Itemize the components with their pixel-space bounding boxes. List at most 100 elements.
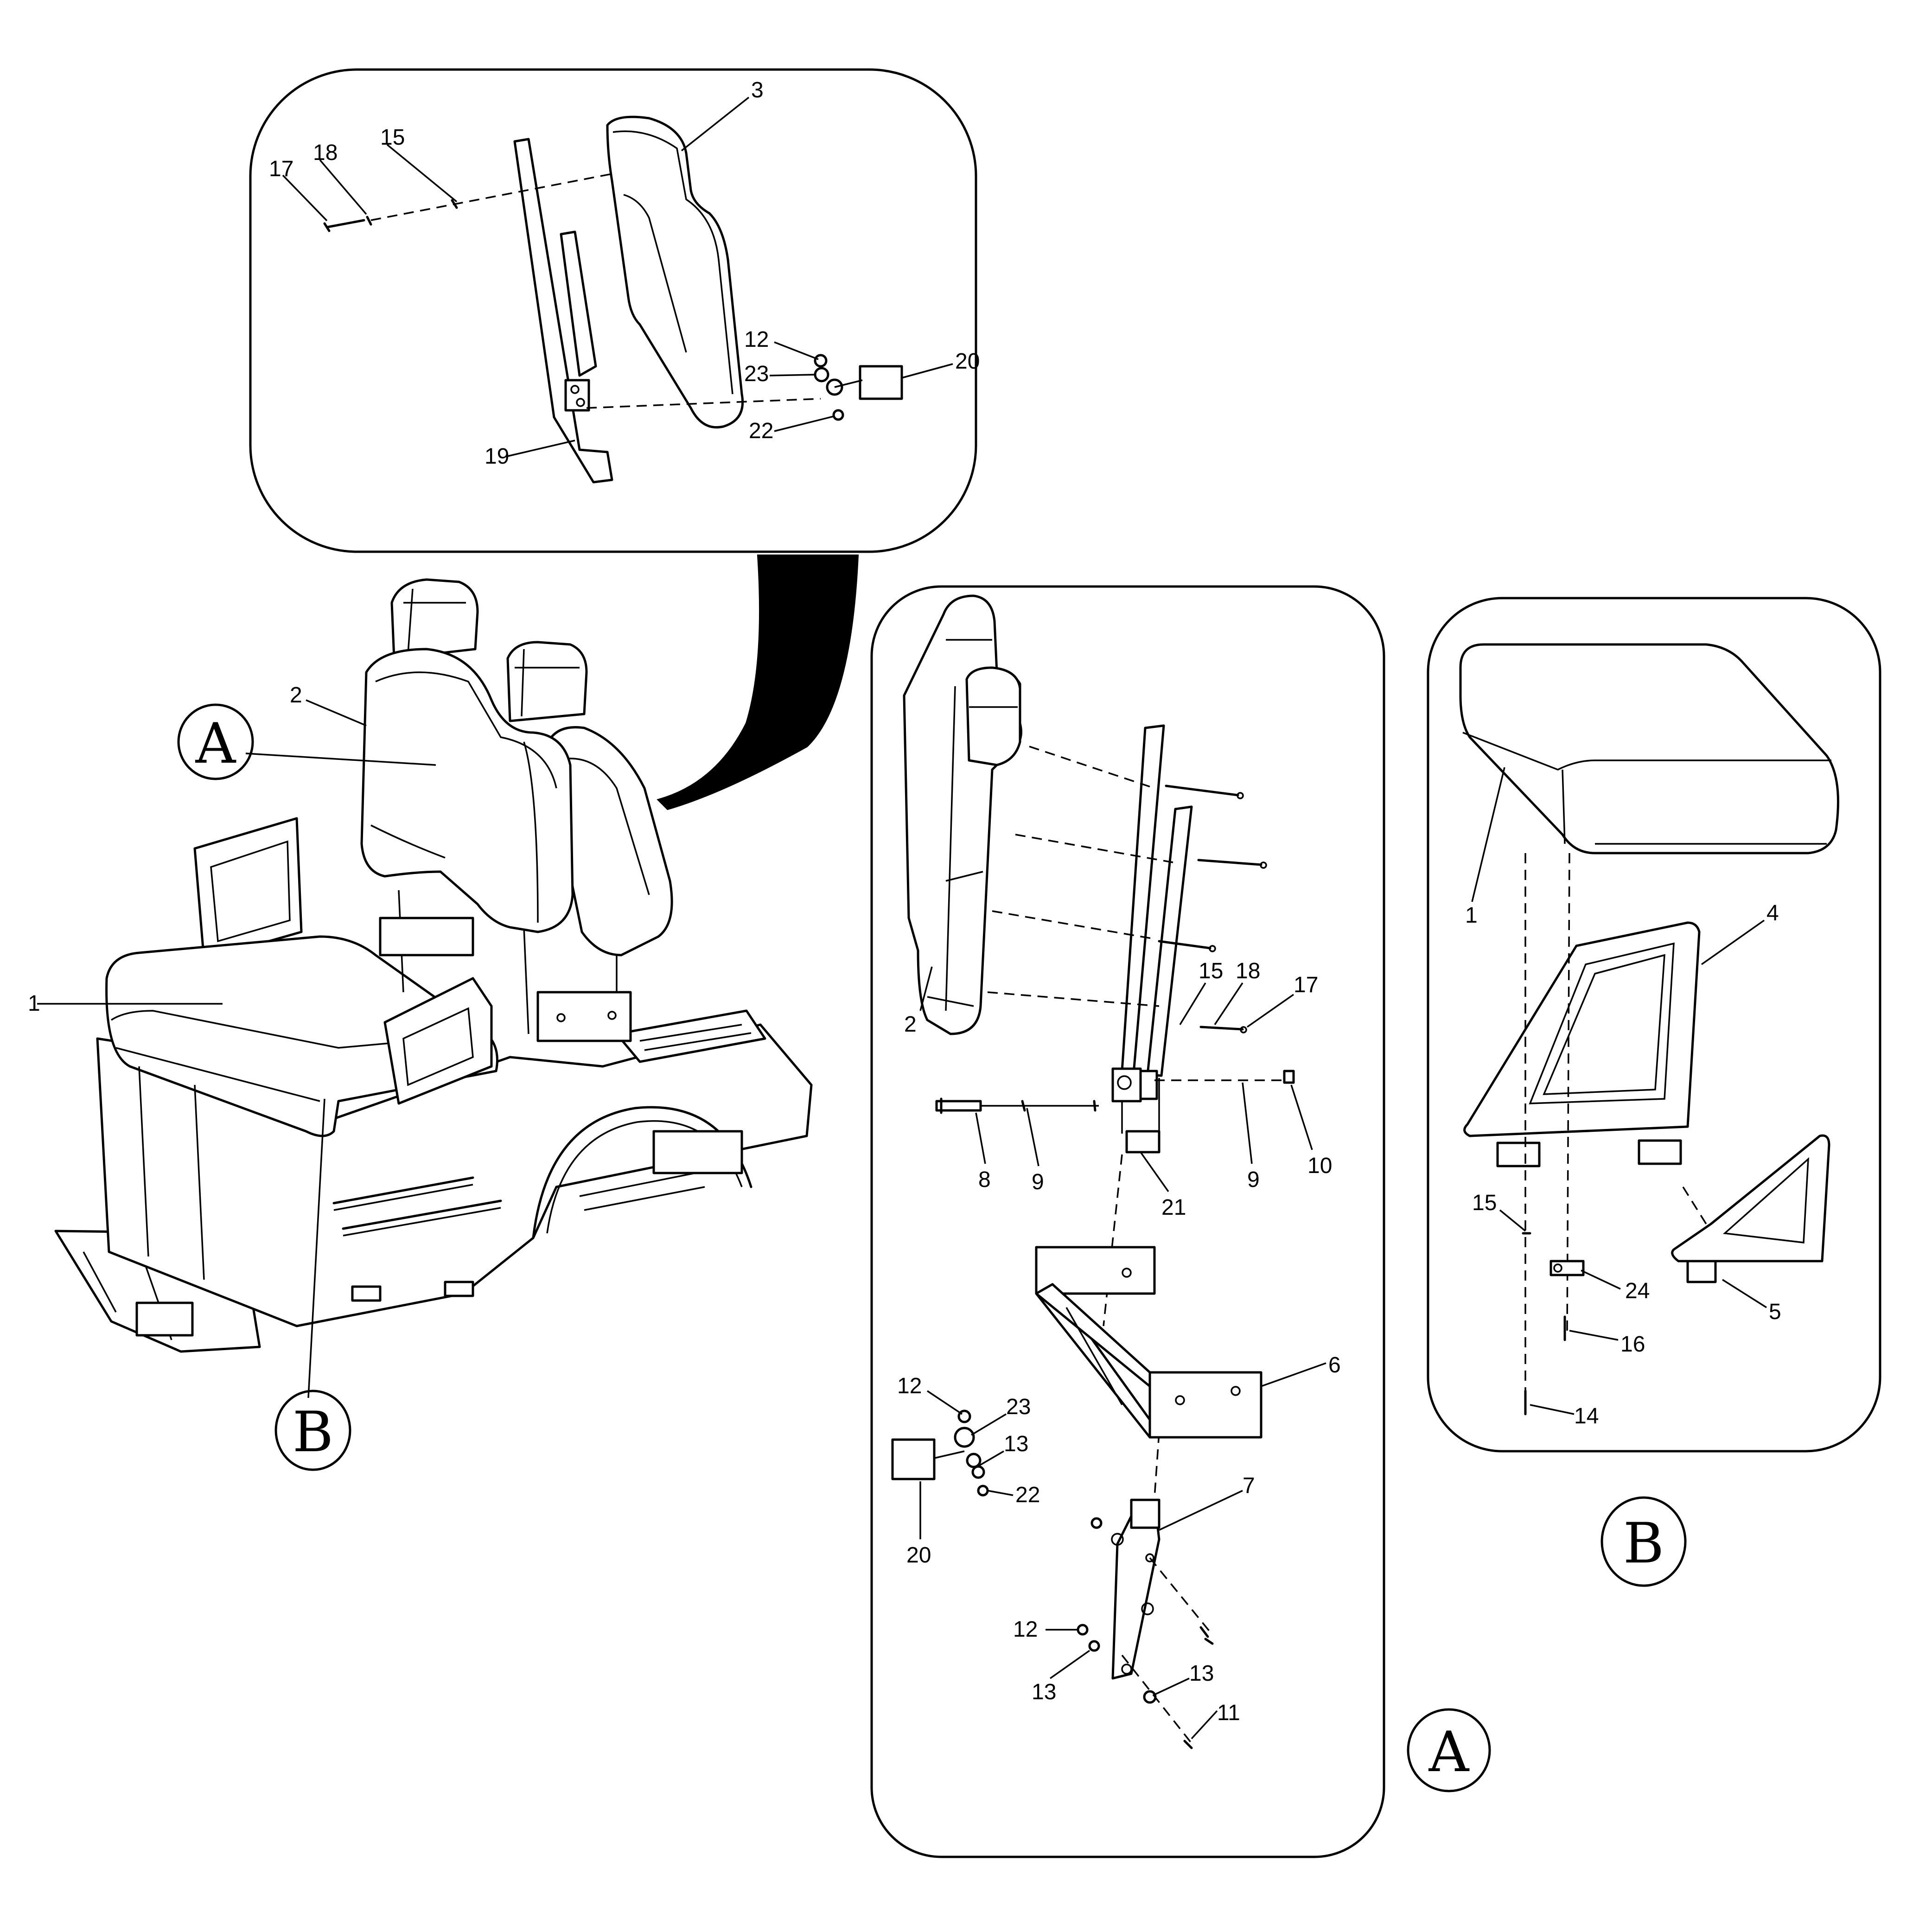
- detail-a-u-bracket: [1035, 1246, 1262, 1439]
- detail-b-label: B: [1623, 1511, 1664, 1576]
- detail-b-frame: [1427, 597, 1881, 1453]
- callout-top-3: 3: [751, 78, 764, 102]
- leader-top-15: [386, 144, 458, 203]
- headrest-left: [390, 578, 479, 660]
- base-block: [135, 1301, 194, 1337]
- leader-main-2: [306, 699, 367, 727]
- callout-a-6: 6: [1328, 1353, 1341, 1377]
- leader-top-3: [681, 96, 750, 152]
- callout-top-22: 22: [749, 419, 773, 443]
- callout-a-22: 22: [1015, 1483, 1040, 1507]
- detail-a-lower-arm: [1077, 1498, 1214, 1749]
- callout-main-2: 2: [290, 683, 302, 708]
- detail-b-panel: 1 4 15 24 16 5 14 B: [1427, 597, 1881, 1587]
- detail-connector-arrow: [657, 555, 859, 810]
- leader-b-14: [1530, 1404, 1575, 1415]
- view-a-label: A: [195, 712, 236, 776]
- leader-a-8: [975, 1112, 986, 1164]
- leader-a-6: [1261, 1362, 1326, 1387]
- leader-a-9b: [1242, 1082, 1253, 1164]
- main-backrest: [360, 648, 574, 933]
- callout-top-23: 23: [744, 362, 769, 386]
- callout-b-4: 4: [1766, 901, 1779, 925]
- leader-b-15: [1499, 1209, 1526, 1232]
- callout-a-13a: 13: [1004, 1432, 1028, 1456]
- callout-b-14: 14: [1574, 1404, 1599, 1428]
- leader-a-13a: [976, 1450, 1004, 1468]
- leader-a-11: [1191, 1710, 1218, 1740]
- callout-b-16: 16: [1620, 1332, 1645, 1357]
- callout-a-23: 23: [1006, 1395, 1031, 1419]
- leader-b-5: [1722, 1279, 1767, 1308]
- detail-b-side-frame: [1463, 921, 1701, 1167]
- leader-a-2: [919, 966, 933, 1011]
- callout-top-12: 12: [744, 327, 769, 352]
- leader-top-20: [901, 363, 953, 379]
- view-b-bubble: [274, 1390, 351, 1471]
- backrest-cushion: [606, 115, 744, 429]
- screw-hardware-17-18: [323, 173, 612, 232]
- callout-a-13c: 13: [1189, 1661, 1214, 1686]
- seat-bracket: [513, 138, 613, 484]
- detail-a-hinge-pin: [935, 1067, 1295, 1114]
- top-detail-panel: 17 18 15 3 12 23 20 22 19: [249, 68, 980, 553]
- callout-top-17: 17: [269, 157, 293, 181]
- callout-top-18: 18: [313, 140, 338, 165]
- rear-bracket: [379, 917, 474, 956]
- leader-view-a: [245, 752, 436, 766]
- leader-b-24: [1581, 1269, 1621, 1290]
- callout-b-1: 1: [1465, 903, 1478, 928]
- leader-a-21: [1140, 1151, 1169, 1192]
- detail-a-screws: [1158, 784, 1267, 1033]
- callout-b-24: 24: [1625, 1279, 1650, 1303]
- callout-top-20: 20: [955, 349, 980, 374]
- callout-top-15: 15: [380, 125, 405, 150]
- callout-a-9b: 9: [1247, 1167, 1260, 1192]
- detail-b-bubble: [1600, 1496, 1687, 1587]
- main-assembly-view: 2 1 A B: [28, 578, 813, 1471]
- leader-top-12: [774, 341, 819, 360]
- headrest-right: [506, 641, 588, 722]
- leader-a-23: [971, 1413, 1007, 1436]
- callout-b-15: 15: [1472, 1191, 1497, 1215]
- view-b-label: B: [293, 1400, 333, 1465]
- leader-b-1: [1471, 767, 1505, 902]
- callout-top-19: 19: [485, 444, 509, 469]
- callout-a-17: 17: [1294, 973, 1318, 997]
- leader-a-12a: [927, 1390, 963, 1415]
- callout-a-20: 20: [906, 1543, 931, 1568]
- callout-a-2: 2: [904, 1012, 917, 1037]
- leader-top-23: [769, 374, 816, 376]
- detail-b-seat-cushion: [1459, 643, 1839, 854]
- leader-a-15: [1179, 982, 1206, 1025]
- leader-top-22: [774, 415, 834, 432]
- leader-a-18: [1214, 982, 1243, 1025]
- detail-a-bubble: [1407, 1708, 1491, 1792]
- callout-a-21: 21: [1161, 1195, 1186, 1220]
- callout-a-18: 18: [1236, 959, 1260, 983]
- callout-a-12a: 12: [897, 1374, 922, 1398]
- callout-a-9a: 9: [1032, 1170, 1044, 1194]
- detail-a-backrest: [903, 594, 1022, 1035]
- callout-a-11: 11: [1217, 1701, 1240, 1725]
- leader-a-9a: [1026, 1108, 1039, 1167]
- hinge-hardware-right: [586, 354, 903, 421]
- rear-backrest: [543, 726, 673, 956]
- leader-top-18: [319, 159, 367, 215]
- callout-a-7: 7: [1243, 1473, 1255, 1498]
- callout-a-10: 10: [1307, 1154, 1332, 1178]
- detail-a-label: A: [1428, 1720, 1470, 1785]
- leader-a-13c: [1154, 1677, 1190, 1696]
- callout-b-5: 5: [1769, 1300, 1781, 1324]
- leader-a-10: [1290, 1084, 1313, 1150]
- leader-b-16: [1569, 1330, 1619, 1341]
- leader-a-17: [1246, 994, 1294, 1028]
- leader-a-7: [1159, 1490, 1243, 1531]
- leader-b-4: [1701, 919, 1765, 965]
- leader-view-b: [307, 1098, 325, 1398]
- callout-a-8: 8: [978, 1167, 991, 1192]
- detail-a-panel: 15 18 17 2 8 9 21 9 10 6 12 23 13 22 20 …: [870, 585, 1491, 1858]
- leader-a-13b: [1049, 1650, 1090, 1679]
- detail-a-frame: [870, 585, 1385, 1858]
